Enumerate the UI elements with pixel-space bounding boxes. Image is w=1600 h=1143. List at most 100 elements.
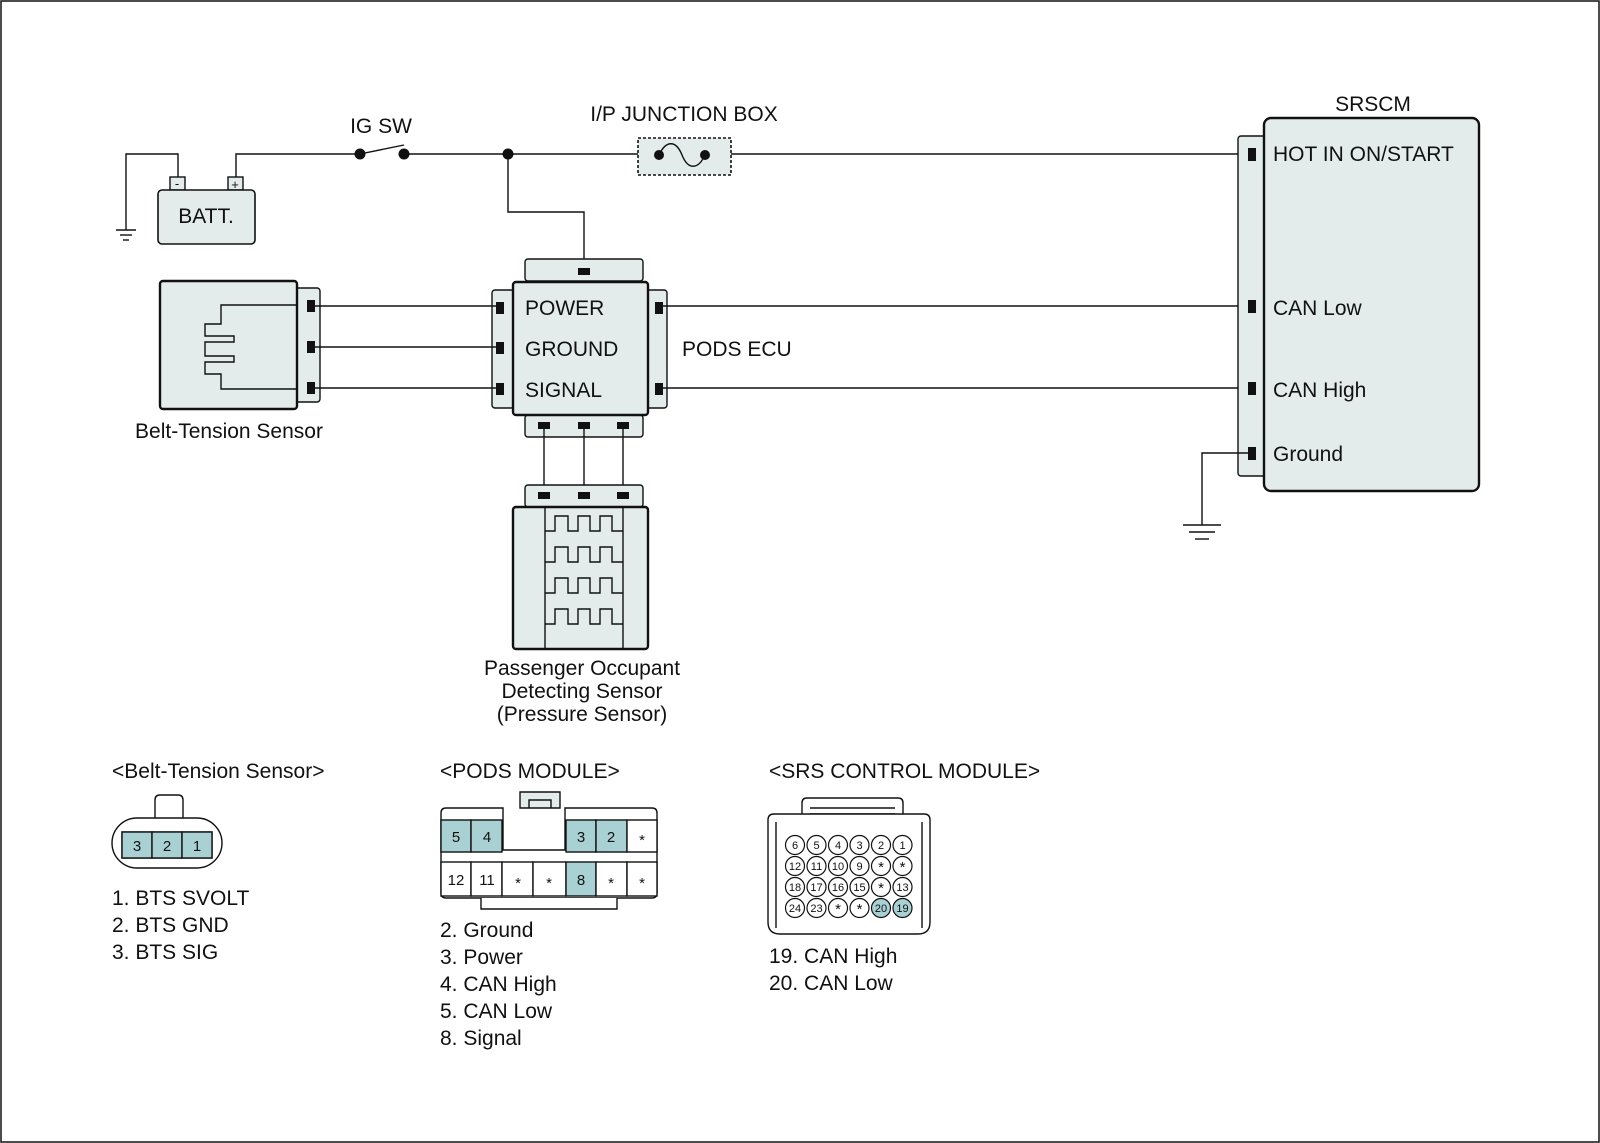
srs-cavity-label: * [835,901,841,918]
srs-cavity [806,855,827,877]
pressure-sensor-label-1: Passenger Occupant [484,657,680,680]
srs-cavity-label: 16 [832,882,844,894]
pods-ecu-body [511,280,650,417]
srs-cavity-label: * [878,880,884,897]
fuse-icon [658,143,706,167]
srs-connector-title: <SRS CONTROL MODULE> [769,760,1040,783]
pods-legend-2: 3. Power [440,946,523,969]
belt-connector-title: <Belt-Tension Sensor> [112,760,324,783]
srs-cavity [892,855,913,877]
pods-legend-5: 8. Signal [440,1027,522,1050]
srs-cavity-label: 15 [853,882,865,894]
srs-cavity-label: 12 [789,861,801,873]
srs-cavity-label: 11 [811,861,822,873]
srs-cavity [806,834,827,856]
belt-connector-face: 3 2 1 [111,794,223,869]
pods-cavity-2: 2 [607,829,615,846]
srscm-body [1262,116,1481,493]
srscm-ground-symbol [1183,524,1221,540]
belt-sensor-element-icon [204,304,298,390]
srs-cavity [870,855,892,877]
belt-sensor-label: Belt-Tension Sensor [135,420,323,443]
belt-tension-sensor [158,279,321,411]
srscm-ground-wire [1201,452,1248,525]
pods-connector-title: <PODS MODULE> [440,760,620,783]
srs-cavity [827,855,849,877]
pods-power-feed-wire [507,154,585,270]
srs-cavity [806,876,827,898]
srscm-pin-ground: Ground [1273,443,1343,466]
srs-cavity [870,897,892,919]
srs-cavity [849,897,870,919]
pods-cavity-star: * [546,875,552,892]
pods-pin-power: POWER [525,297,604,320]
pods-legend-1: 2. Ground [440,919,533,942]
pods-cavity-11: 11 [479,872,495,889]
srs-cavity [892,897,913,919]
pods-cavity-4: 4 [483,829,491,846]
srs-cavity-label: 10 [832,861,844,873]
srs-cavity-label: 24 [789,903,801,915]
pods-cavity-5: 5 [452,829,460,846]
srscm-module: HOT IN ON/START CAN Low CAN High Ground [1237,116,1481,493]
belt-legend-1: 1. BTS SVOLT [112,887,249,910]
srs-cavity-label: 17 [810,882,822,894]
belt-legend-2: 2. BTS GND [112,914,229,937]
srs-cavity [806,897,827,919]
srs-cavity-label: 1 [899,840,905,852]
srs-cavity [870,876,892,898]
pods-pin-signal: SIGNAL [525,379,602,402]
battery-ground-wire [125,153,179,230]
pods-cavity-3: 3 [577,829,585,846]
srs-cavity [892,876,913,898]
pods-legend-4: 5. CAN Low [440,1000,553,1023]
ig-switch [354,144,410,160]
srscm-pin-can-high: CAN High [1273,379,1366,402]
srs-cavity-label: 6 [792,840,798,852]
srs-cavity-label: 20 [875,903,887,915]
srscm-pin-hot-in: HOT IN ON/START [1273,143,1454,166]
pressure-sensor-label-2: Detecting Sensor [501,680,662,703]
srscm-pin-can-low: CAN Low [1273,297,1363,320]
belt-legend-3: 3. BTS SIG [112,941,218,964]
pods-legend-3: 4. CAN High [440,973,557,996]
junction-box-label: I/P JUNCTION BOX [590,103,777,126]
battery-minus-sign: - [175,176,179,191]
pressure-sensor-label-3: (Pressure Sensor) [497,703,667,726]
srs-cavity-label: * [878,859,884,876]
srs-cavity-label: 13 [896,882,908,894]
srs-cavity [784,897,806,919]
srs-legend-1: 19. CAN High [769,945,897,968]
srs-cavity-label: 3 [856,840,862,852]
srs-cavity [849,876,870,898]
belt-sensor-body [158,279,299,411]
pressure-sensor-grid-icon [544,507,624,649]
pods-pin-ground: GROUND [525,338,618,361]
belt-cavity-1: 1 [193,838,201,855]
pods-cavity-star: * [639,832,645,849]
srs-cavity [870,834,892,856]
pods-cavity-8: 8 [577,872,585,889]
pods-connector-face: 5 4 3 2 * 12 11 * * 8 * * [440,791,658,910]
srs-legend-2: 20. CAN Low [769,972,894,995]
srs-cavity-label: 5 [813,840,819,852]
srs-cavity-label: 23 [810,903,822,915]
srs-cavity-label: 2 [878,840,884,852]
srs-cavity-label: * [857,901,863,918]
pressure-sensor [511,484,650,651]
srs-cavity [827,876,849,898]
pods-ecu: POWER GROUND SIGNAL [491,258,668,438]
srs-cavity [892,834,913,856]
junction-box [637,137,732,176]
battery-ground-symbol [116,229,136,241]
battery-plus-sign: + [231,177,239,192]
srs-cavity [827,834,849,856]
srs-cavity-label: 4 [835,840,841,852]
srs-cavity [849,855,870,877]
srscm-label: SRSCM [1335,93,1411,116]
srs-cavity [784,834,806,856]
